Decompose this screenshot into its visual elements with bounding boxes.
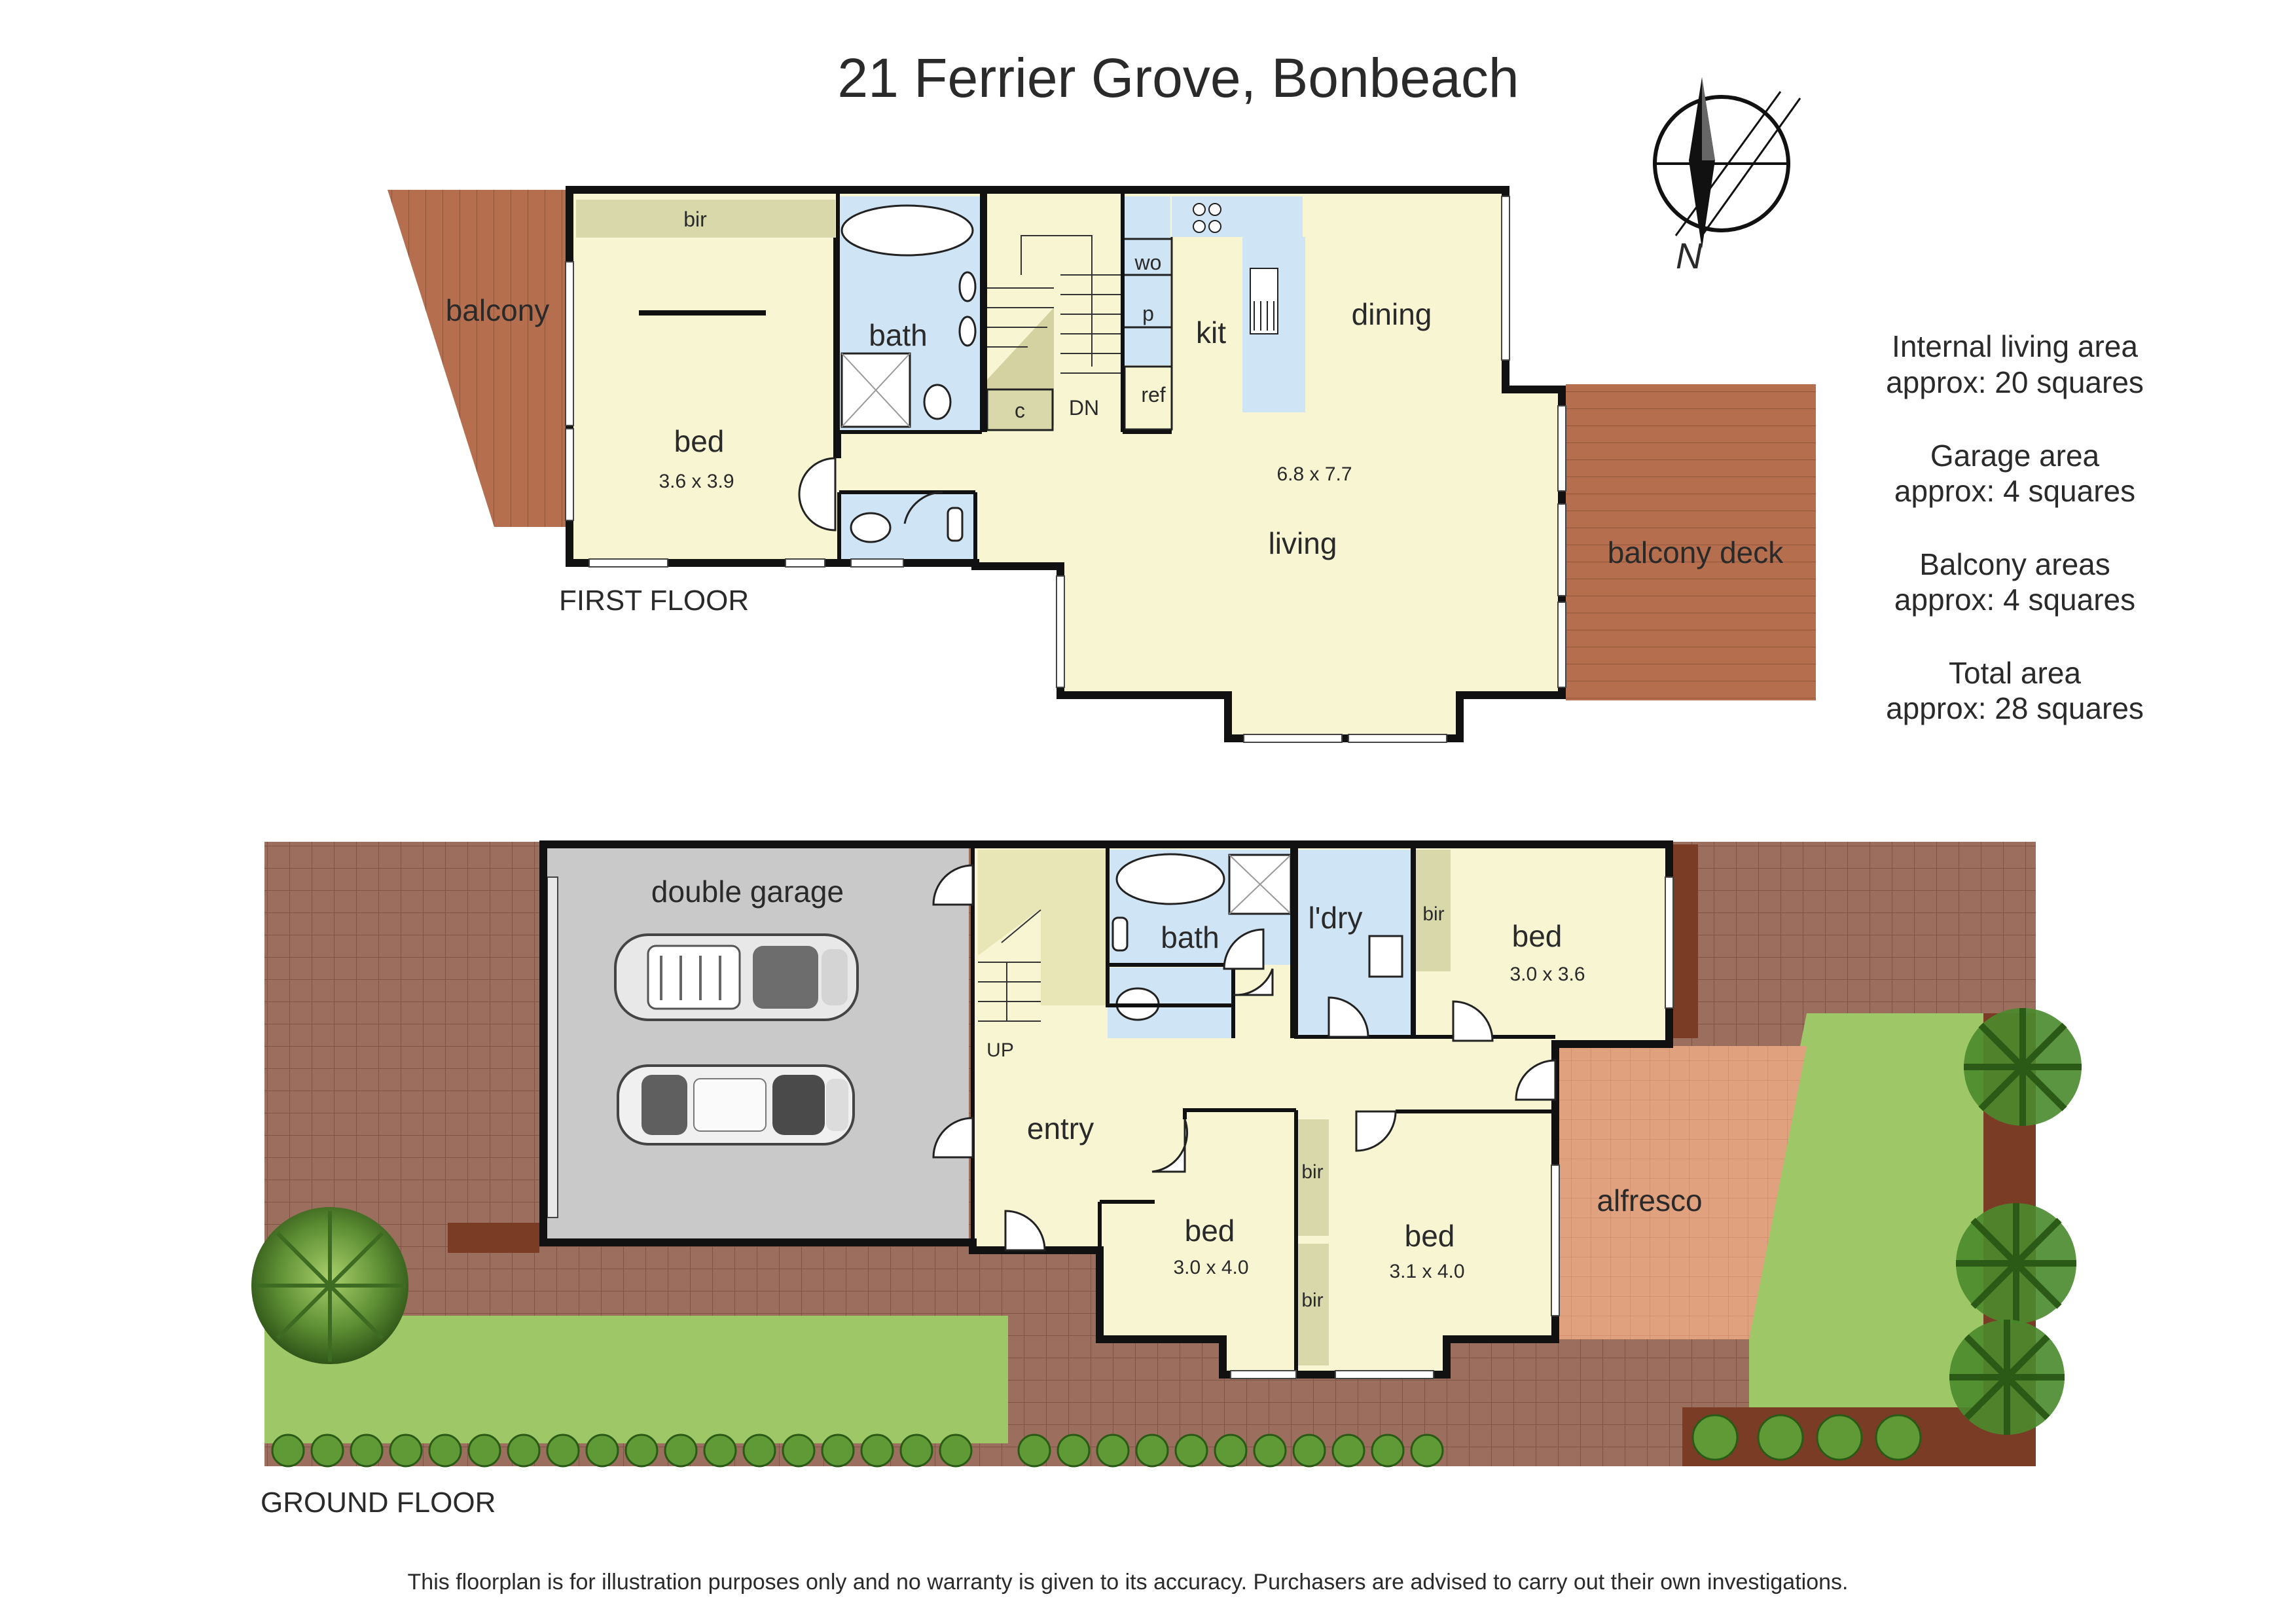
toilet-icon [850,512,892,543]
north-arrow-icon: N [1653,77,1801,276]
page-title: 21 Ferrier Grove, Bonbeach [837,47,1519,109]
balcony-deck [1566,384,1816,700]
room-label-bed-1: bed [1512,919,1563,953]
room-size-bed: 3.6 x 3.9 [659,471,734,492]
room-label-dining: dining [1352,297,1432,331]
ground-floor-plan: UP bath l'dry bir bed 3.0 x 3.6 bir bir [251,840,2082,1519]
toilet-icon [923,384,952,420]
first-floor-body [569,193,1562,738]
basin-icon [958,271,977,302]
kitchen-bench [1172,196,1303,237]
disclaimer: This floorplan is for illustration purpo… [408,1570,1849,1595]
windows [565,196,1566,743]
area-summary-line: Balcony areas [1919,547,2110,581]
room-label-bir: bir [1301,1161,1323,1183]
area-summary-line: approx: 28 squares [1886,691,2144,725]
palm-tree-icon [1949,1320,2065,1435]
balcony-left [388,190,569,527]
bir [1414,850,1451,971]
car-icon [617,1064,855,1146]
bir [1296,1244,1329,1365]
kitchen-bench [1125,196,1170,365]
double-garage [543,844,969,1242]
cooktop-icon [1193,203,1221,233]
bir [1296,1119,1329,1236]
laundry-tub-icon [1368,935,1403,978]
area-summary-line: approx: 4 squares [1894,583,2135,617]
area-summary-line: Internal living area [1892,329,2138,363]
retaining-wall [448,1223,539,1253]
palm-tree-icon [1964,1008,2082,1126]
room-label-bed: bed [674,424,725,458]
room-label-bath: bath [1161,920,1220,954]
room-label-p: p [1142,302,1154,325]
room-label-alfresco: alfresco [1597,1183,1702,1218]
shrub-row [271,1414,1922,1468]
garage-door [547,876,558,1218]
first-floor-plan: bir bath c DN [388,186,1816,743]
room-label-c: c [1015,399,1025,422]
area-summary-line: approx: 20 squares [1886,365,2144,399]
area-summary: Internal living area approx: 20 squares … [1886,329,2144,725]
room-label-bir: bir [1301,1290,1323,1311]
bathtub-icon [840,204,974,257]
room-label-bir: bir [1422,903,1444,925]
door-swings [932,864,1557,1252]
room-size-bed-1: 3.0 x 3.6 [1509,964,1585,985]
alfresco [1555,1046,1807,1339]
room-label-bath: bath [869,318,928,352]
stairs: UP [978,850,1108,1061]
room-label-laundry: l'dry [1309,901,1363,935]
room-size-bed-3: 3.1 x 4.0 [1389,1261,1464,1282]
room-label-double-garage: double garage [651,875,844,909]
first-floor-walls [566,186,1566,742]
palm-tree-icon [1956,1203,2076,1324]
room-label-entry: entry [1027,1111,1094,1146]
sink-icon [1250,268,1278,334]
room-label-kit: kit [1196,316,1226,350]
floor-label-ground: GROUND FLOOR [261,1487,496,1519]
room-label-balcony-deck: balcony deck [1608,535,1784,569]
windows [1230,876,1674,1379]
compass-n-label: N [1676,235,1703,276]
area-summary-line: Total area [1949,656,2081,690]
room-label-bed-2: bed [1185,1214,1235,1248]
area-summary-line: approx: 4 squares [1894,474,2135,508]
door-swing [798,457,837,532]
first-floor-internal-walls [833,193,1172,563]
room-size-living: 6.8 x 7.7 [1276,463,1352,485]
room-size-bed-2: 3.0 x 4.0 [1173,1257,1248,1278]
room-label-bir: bir [683,208,707,231]
basin-icon [947,507,964,542]
floor-label-first: FIRST FLOOR [559,585,749,617]
room-label-living: living [1269,526,1337,560]
car-icon [614,933,859,1021]
stair-label-up: UP [986,1039,1014,1061]
basin-icon [1111,916,1129,952]
room-label-ref: ref [1141,383,1165,406]
stair-label-dn: DN [1069,396,1099,420]
stairs: c DN [986,196,1122,432]
room-label-wo: wo [1134,251,1162,274]
fridge-space [1123,365,1173,431]
room-label-balcony: balcony [446,293,550,327]
lawn-rear [1749,1013,1983,1407]
tree-icon [251,1207,408,1364]
area-summary-line: Garage area [1930,439,2100,473]
basin-icon [958,316,977,347]
room-label-bed-3: bed [1405,1219,1455,1253]
bir-strip [576,200,835,238]
bathtub-icon [1115,853,1225,905]
door-swing [903,491,943,524]
